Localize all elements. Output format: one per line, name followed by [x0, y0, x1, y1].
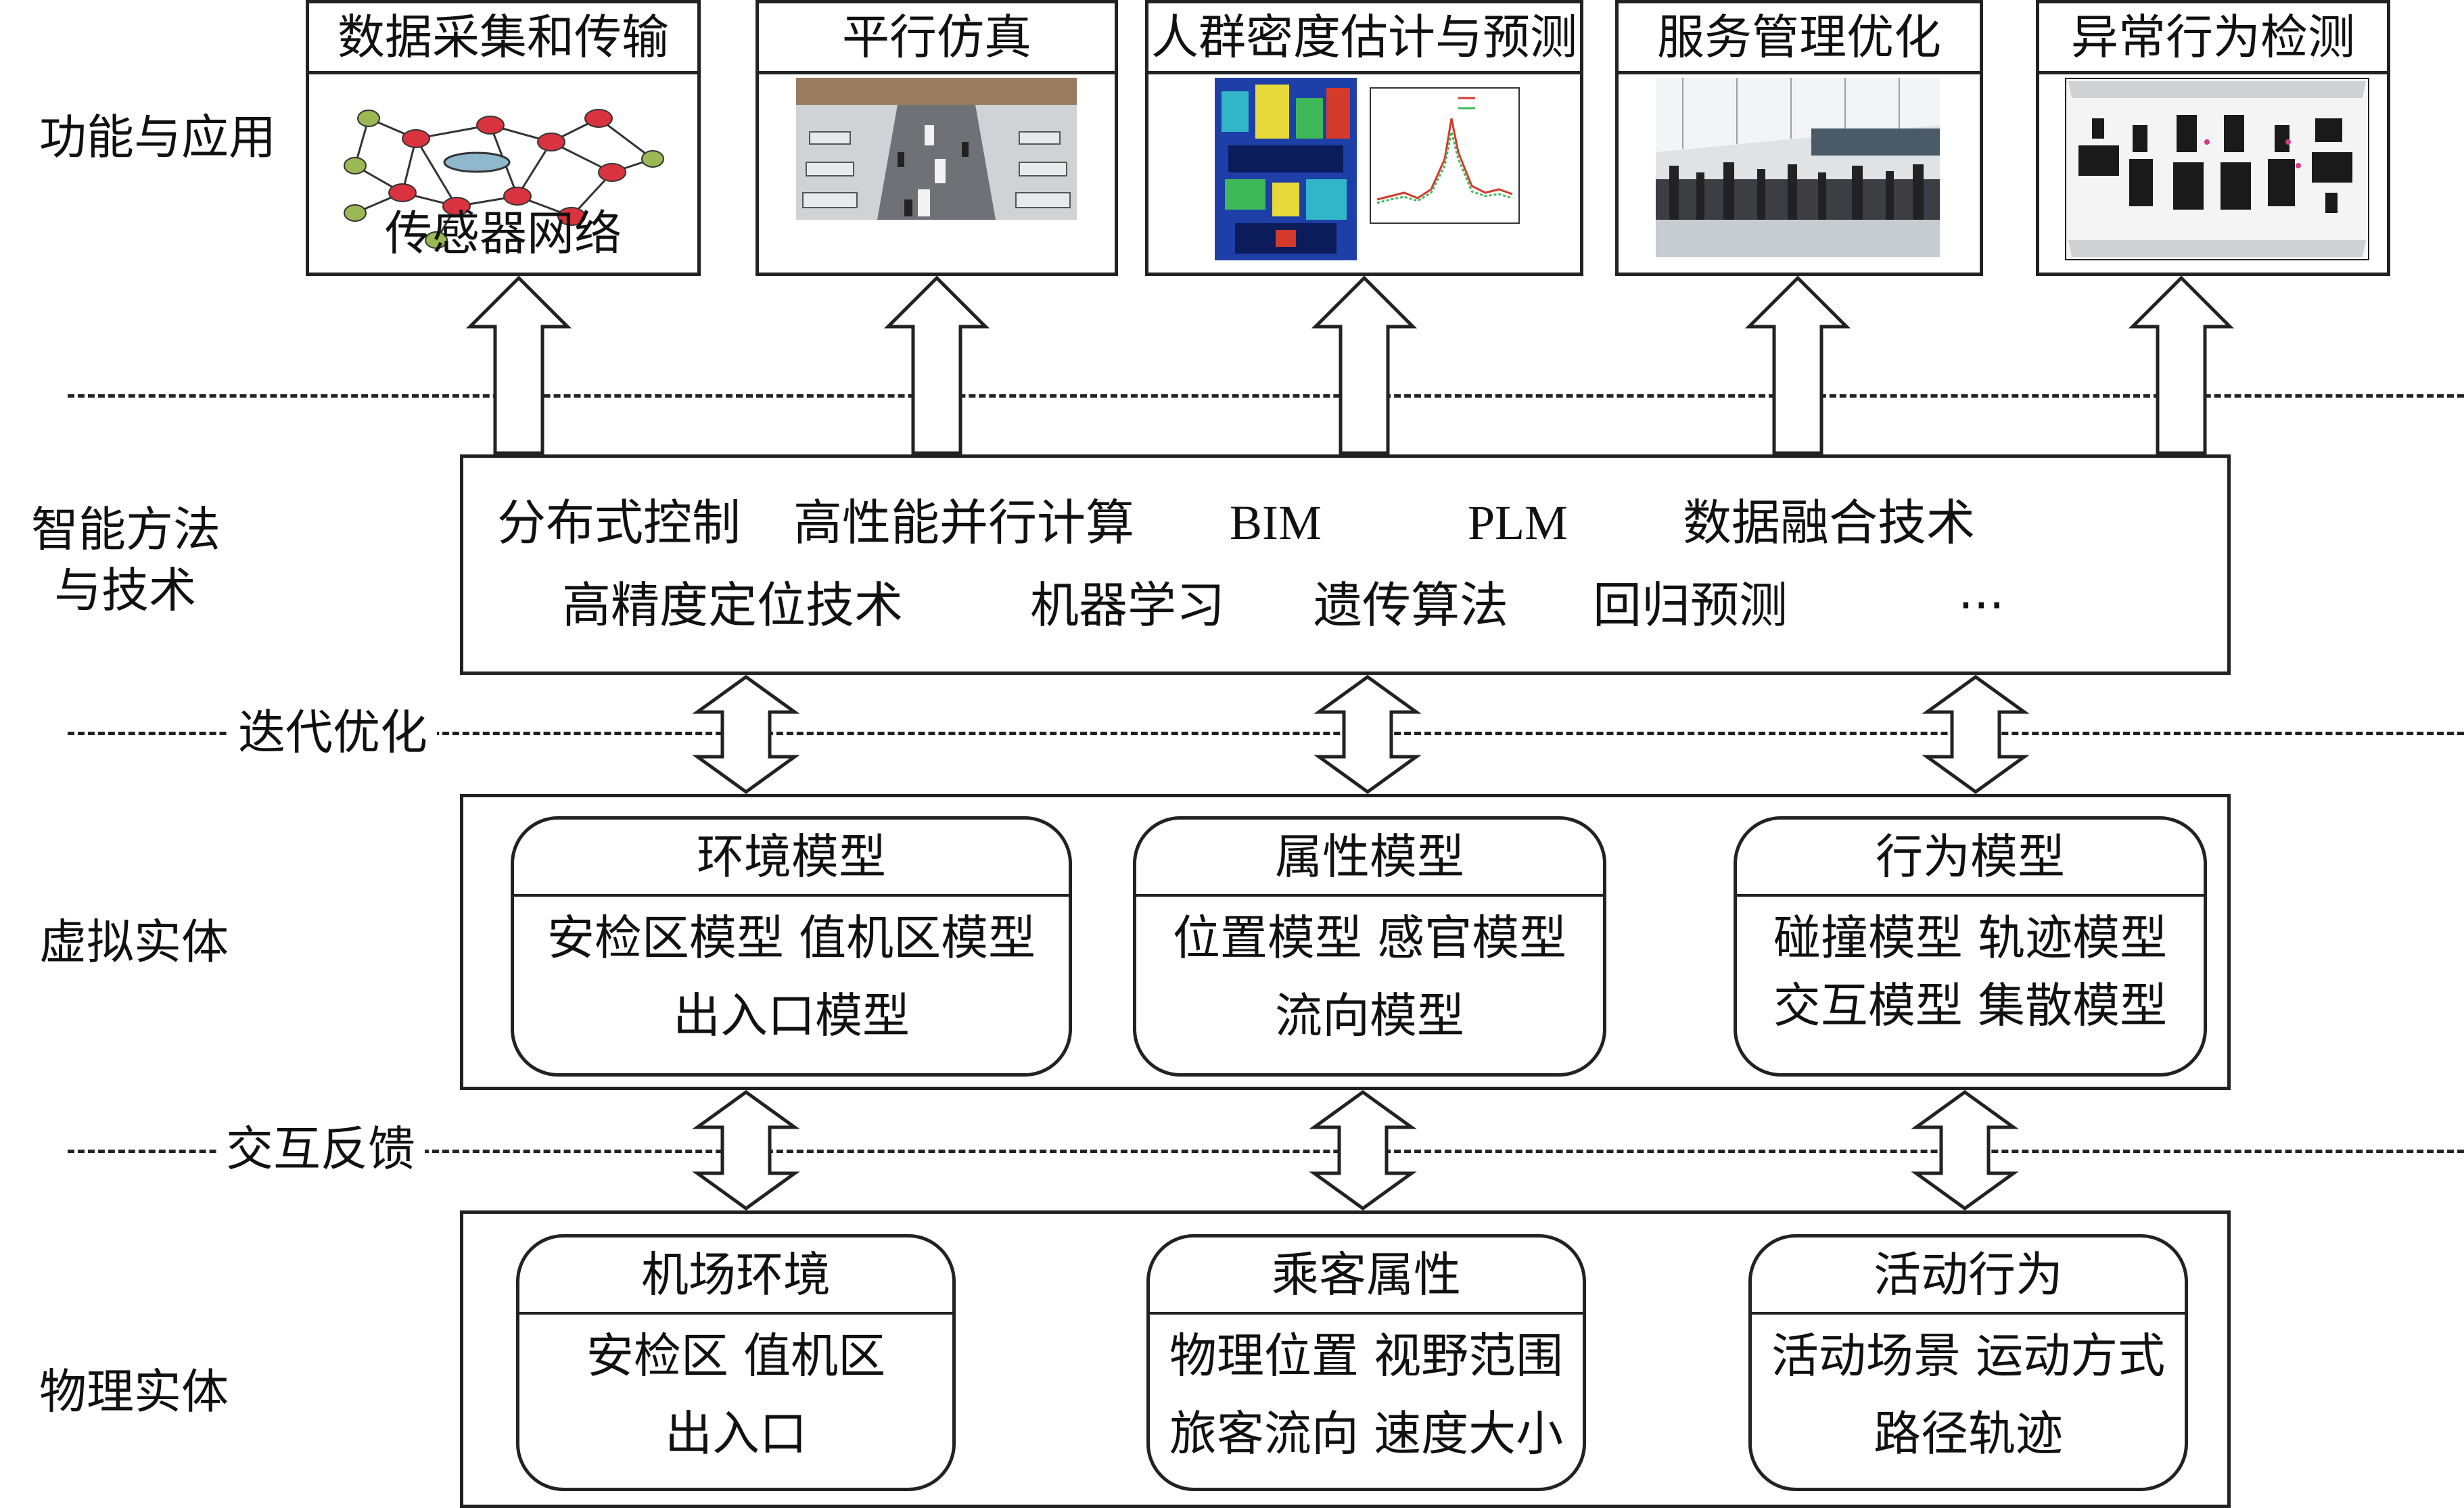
model-line: 流向模型 [1275, 988, 1464, 1043]
virtual-model-behavior: 行为模型 碰撞模型 轨迹模型 交互模型 集散模型 [1734, 816, 2207, 1077]
panel-title: 数据采集和传输 [309, 3, 697, 74]
technique-regression-prediction: 回归预测 [1593, 577, 1788, 634]
double-arrow-iterate-1 [692, 674, 800, 795]
technique-bim: BIM [1230, 496, 1322, 550]
entity-line: 活动场景 运动方式 [1771, 1328, 2166, 1384]
entity-title: 机场环境 [519, 1238, 952, 1315]
panel-title: 人群密度估计与预测 [1148, 3, 1580, 74]
technique-distributed-control: 分布式控制 [497, 494, 741, 551]
methods-techniques-box: 分布式控制 高性能并行计算 BIM PLM 数据融合技术 高精度定位技术 机器学… [460, 454, 2231, 675]
separator-feedback [68, 1150, 2464, 1153]
model-line: 碰撞模型 轨迹模型 [1773, 910, 2168, 966]
panel-title: 服务管理优化 [1619, 3, 1980, 74]
double-arrow-iterate-2 [1314, 674, 1422, 795]
double-arrow-feedback-3 [1911, 1089, 2019, 1211]
double-arrow-feedback-1 [692, 1089, 800, 1211]
double-arrow-iterate-3 [1922, 674, 2030, 795]
airport-hall-photo [1656, 78, 1940, 257]
connector-label-feedback: 交互反馈 [216, 1120, 425, 1179]
entity-line: 物理位置 视野范围 [1169, 1328, 1564, 1384]
technique-data-fusion: 数据融合技术 [1683, 494, 1976, 551]
physical-airport-environment: 机场环境 安检区 值机区 出入口 [516, 1234, 956, 1491]
panel-title: 异常行为检测 [2039, 3, 2387, 74]
virtual-model-attribute: 属性模型 位置模型 感官模型 流向模型 [1133, 816, 1606, 1077]
layer-label-methods-line1: 智能方法 [31, 502, 220, 557]
panel-service-management: 服务管理优化 [1615, 0, 1983, 276]
virtual-entity-box: 环境模型 安检区模型 值机区模型 出入口模型 属性模型 位置模型 感官模型 流向… [460, 794, 2231, 1090]
arrow-up-2 [883, 275, 990, 455]
entity-line: 旅客流向 速度大小 [1169, 1406, 1564, 1461]
model-title: 属性模型 [1136, 820, 1603, 897]
technique-high-precision-positioning: 高精度定位技术 [562, 577, 904, 634]
separator-iterate [68, 732, 2464, 735]
technique-genetic-algorithm: 遗传算法 [1314, 577, 1509, 634]
crowd-density-heatmap-image [1215, 78, 1533, 260]
virtual-model-environment: 环境模型 安检区模型 值机区模型 出入口模型 [511, 816, 1072, 1077]
arrow-up-4 [1744, 275, 1851, 455]
model-line: 位置模型 感官模型 [1172, 910, 1567, 966]
entity-title: 活动行为 [1752, 1238, 2185, 1315]
layer-label-physical: 物理实体 [39, 1364, 229, 1419]
separator-top [68, 394, 2464, 398]
arrow-up-3 [1311, 275, 1418, 455]
model-title: 环境模型 [514, 820, 1069, 897]
arrow-up-1 [465, 275, 572, 455]
technique-plm: PLM [1468, 496, 1568, 550]
double-arrow-feedback-2 [1309, 1089, 1417, 1211]
model-line: 交互模型 集散模型 [1773, 978, 2168, 1033]
model-title: 行为模型 [1737, 820, 2204, 897]
arrow-up-5 [2128, 275, 2235, 455]
technique-machine-learning: 机器学习 [1030, 577, 1226, 634]
panel-caption-sensor-network: 传感器网络 [385, 206, 622, 261]
model-line: 安检区模型 值机区模型 [547, 910, 1036, 966]
entity-line: 出入口 [665, 1406, 807, 1461]
technique-ellipsis: ··· [1958, 577, 2005, 634]
layer-label-virtual: 虚拟实体 [39, 914, 229, 970]
panel-data-acquisition: 数据采集和传输 [306, 0, 701, 276]
entity-title: 乘客属性 [1150, 1238, 1583, 1315]
physical-passenger-attributes: 乘客属性 物理位置 视野范围 旅客流向 速度大小 [1146, 1234, 1586, 1491]
connector-label-iterate: 迭代优化 [229, 703, 437, 763]
panel-crowd-density: 人群密度估计与预测 [1145, 0, 1583, 276]
model-line: 出入口模型 [673, 988, 910, 1043]
panel-anomaly-detection: 异常行为检测 [2036, 0, 2390, 276]
layer-label-methods-line2: 与技术 [54, 563, 196, 618]
layer-label-functions: 功能与应用 [39, 110, 276, 165]
physical-entity-box: 机场环境 安检区 值机区 出入口 乘客属性 物理位置 视野范围 旅客流向 速度大… [460, 1210, 2231, 1508]
floorplan-image [2065, 78, 2369, 260]
panel-title: 平行仿真 [759, 3, 1115, 74]
sensor-network-image [315, 78, 692, 267]
panel-parallel-simulation: 平行仿真 [756, 0, 1118, 276]
parallel-simulation-image [796, 78, 1077, 220]
physical-activity-behavior: 活动行为 活动场景 运动方式 路径轨迹 [1748, 1234, 2188, 1491]
entity-line: 路径轨迹 [1874, 1406, 2063, 1461]
entity-line: 安检区 值机区 [586, 1328, 886, 1384]
technique-hpc: 高性能并行计算 [793, 494, 1135, 551]
